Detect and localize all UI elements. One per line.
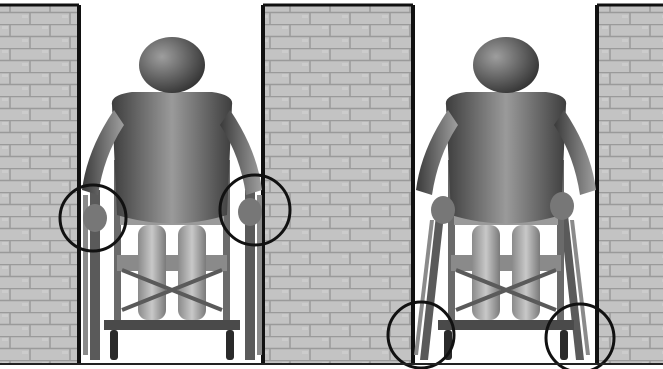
brick-wall-center	[263, 5, 413, 363]
hand-left	[83, 204, 107, 232]
brick-wall-right	[597, 5, 663, 363]
hand-right	[238, 198, 262, 226]
brick-wall-left-a	[0, 5, 79, 363]
hand-left	[431, 196, 455, 224]
hand-right	[550, 192, 574, 220]
